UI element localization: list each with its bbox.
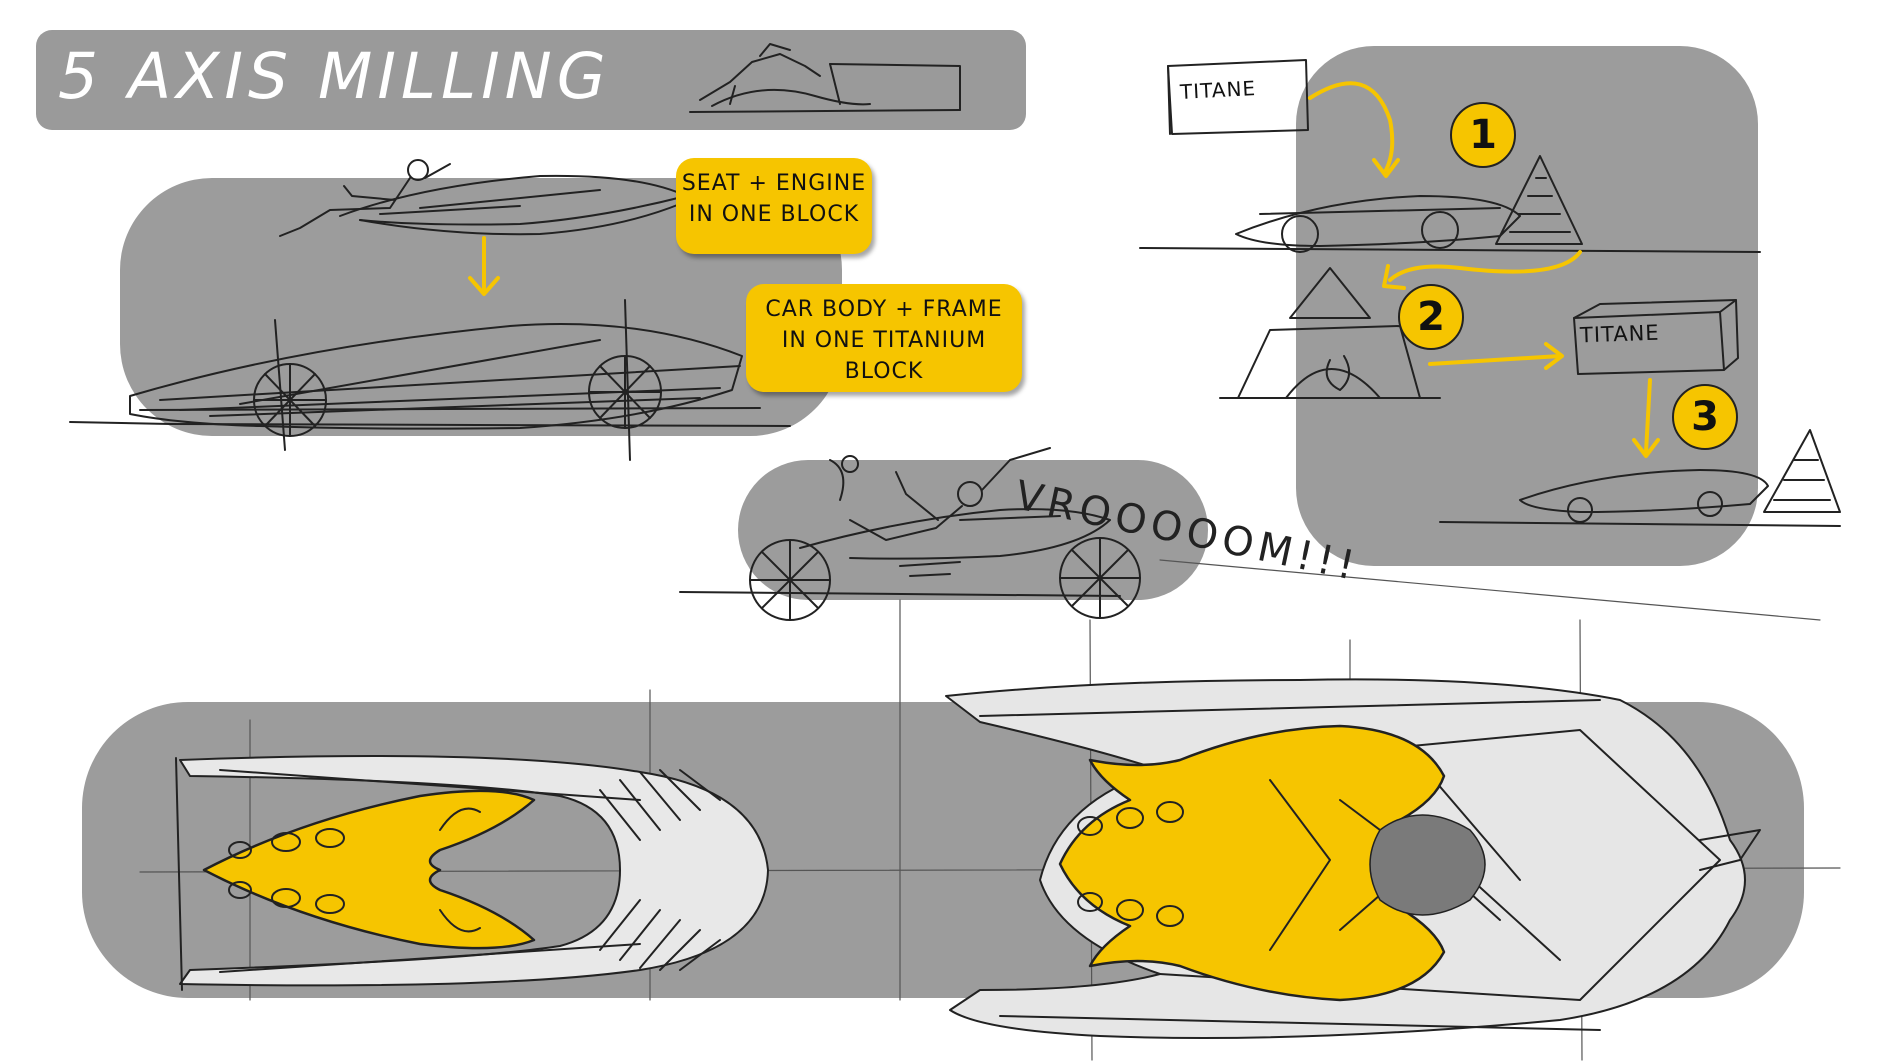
car-body-side-sketch (69, 299, 791, 461)
step-badge-1: 1 (1450, 102, 1516, 168)
driving-sketch (679, 447, 1141, 621)
car-body-callout: CAR BODY + FRAME IN ONE TITANIUM BLOCK (746, 284, 1022, 392)
titanium-block-label-2: TITANE (1579, 320, 1660, 348)
step-badge-3: 3 (1672, 384, 1738, 450)
car-body-callout-line-3: BLOCK (844, 359, 924, 384)
process-sketch (1139, 59, 1841, 527)
step-badge-2: 2 (1398, 284, 1464, 350)
milling-machine-sketch (689, 43, 961, 113)
cockpit-openings (1369, 814, 1486, 916)
seat-engine-callout-line-2: IN ONE BLOCK (688, 202, 860, 227)
down-arrow (468, 236, 500, 296)
page-title: 5 AXIS MILLING (58, 40, 611, 113)
seat-engine-callout: SEAT + ENGINE IN ONE BLOCK (676, 158, 872, 254)
seat-block-sketch (279, 159, 687, 237)
seat-left-shape (202, 789, 536, 950)
title-banner (36, 30, 1026, 130)
seat-engine-callout-line-1: SEAT + ENGINE (681, 171, 867, 196)
process-steps-panel (1296, 46, 1758, 566)
car-body-callout-line-1: CAR BODY + FRAME (765, 297, 1003, 322)
titanium-block-label-1: TITANE (1179, 76, 1257, 104)
top-view-body-left (175, 755, 769, 991)
car-body-callout-line-2: IN ONE TITANIUM (781, 328, 987, 353)
